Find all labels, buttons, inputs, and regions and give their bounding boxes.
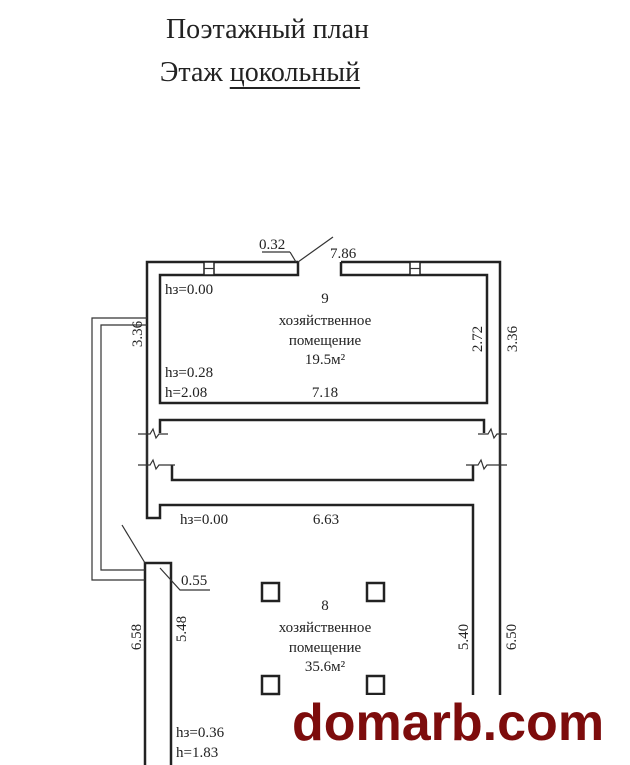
- room-9: 0.32 7.86 hз=0.00 9 хозяйственное помеще…: [130, 237, 521, 401]
- watermark: domarb.com: [280, 694, 630, 765]
- plan-title: Поэтажный план: [165, 14, 370, 45]
- hz-bottom: hз=0.36: [176, 725, 225, 741]
- dim-left-inner: 5.48: [174, 616, 190, 642]
- dim-door: 0.55: [181, 573, 207, 589]
- room-name-1: хозяйственное: [279, 313, 372, 329]
- room-name-1: хозяйственное: [279, 620, 372, 636]
- floor-title: Этаж цокольный: [0, 57, 520, 89]
- room-number: 9: [321, 291, 329, 307]
- door-swing: [121, 524, 146, 564]
- hz-top: hз=0.00: [165, 282, 213, 298]
- room-8: hз=0.00 6.63 0.55 8 хозяйственное помеще…: [129, 512, 520, 761]
- dim-right-inner: 5.40: [456, 624, 472, 650]
- dim-bottom: 7.18: [312, 385, 338, 401]
- dim-top: 7.86: [330, 246, 357, 262]
- walls: [91, 236, 507, 765]
- height: h=1.83: [176, 745, 218, 761]
- column: [260, 581, 281, 603]
- room-name-2: помещение: [289, 333, 362, 349]
- watermark-text: domarb.com: [292, 694, 605, 752]
- room-area: 35.6м²: [305, 659, 346, 675]
- column: [260, 674, 281, 696]
- dim-door: 0.32: [259, 237, 285, 253]
- column: [365, 581, 386, 603]
- dim-right: 3.36: [505, 325, 521, 352]
- dim-left-outer: 6.58: [129, 624, 145, 650]
- height: h=2.08: [165, 385, 207, 401]
- door-swing: [297, 236, 334, 263]
- column: [365, 674, 386, 696]
- floor-label: Этаж: [159, 57, 223, 88]
- hz-top: hз=0.00: [180, 512, 228, 528]
- room-name-2: помещение: [289, 640, 362, 656]
- dim-right-outer: 6.50: [504, 624, 520, 650]
- floor-value: цокольный: [229, 57, 361, 88]
- room-area: 19.5м²: [305, 352, 346, 368]
- dim-top: 6.63: [313, 512, 339, 528]
- room-number: 8: [321, 598, 329, 614]
- hz-bottom: hз=0.28: [165, 365, 213, 381]
- dim-left: 3.36: [130, 320, 146, 347]
- dim-inner-right: 2.72: [470, 326, 486, 352]
